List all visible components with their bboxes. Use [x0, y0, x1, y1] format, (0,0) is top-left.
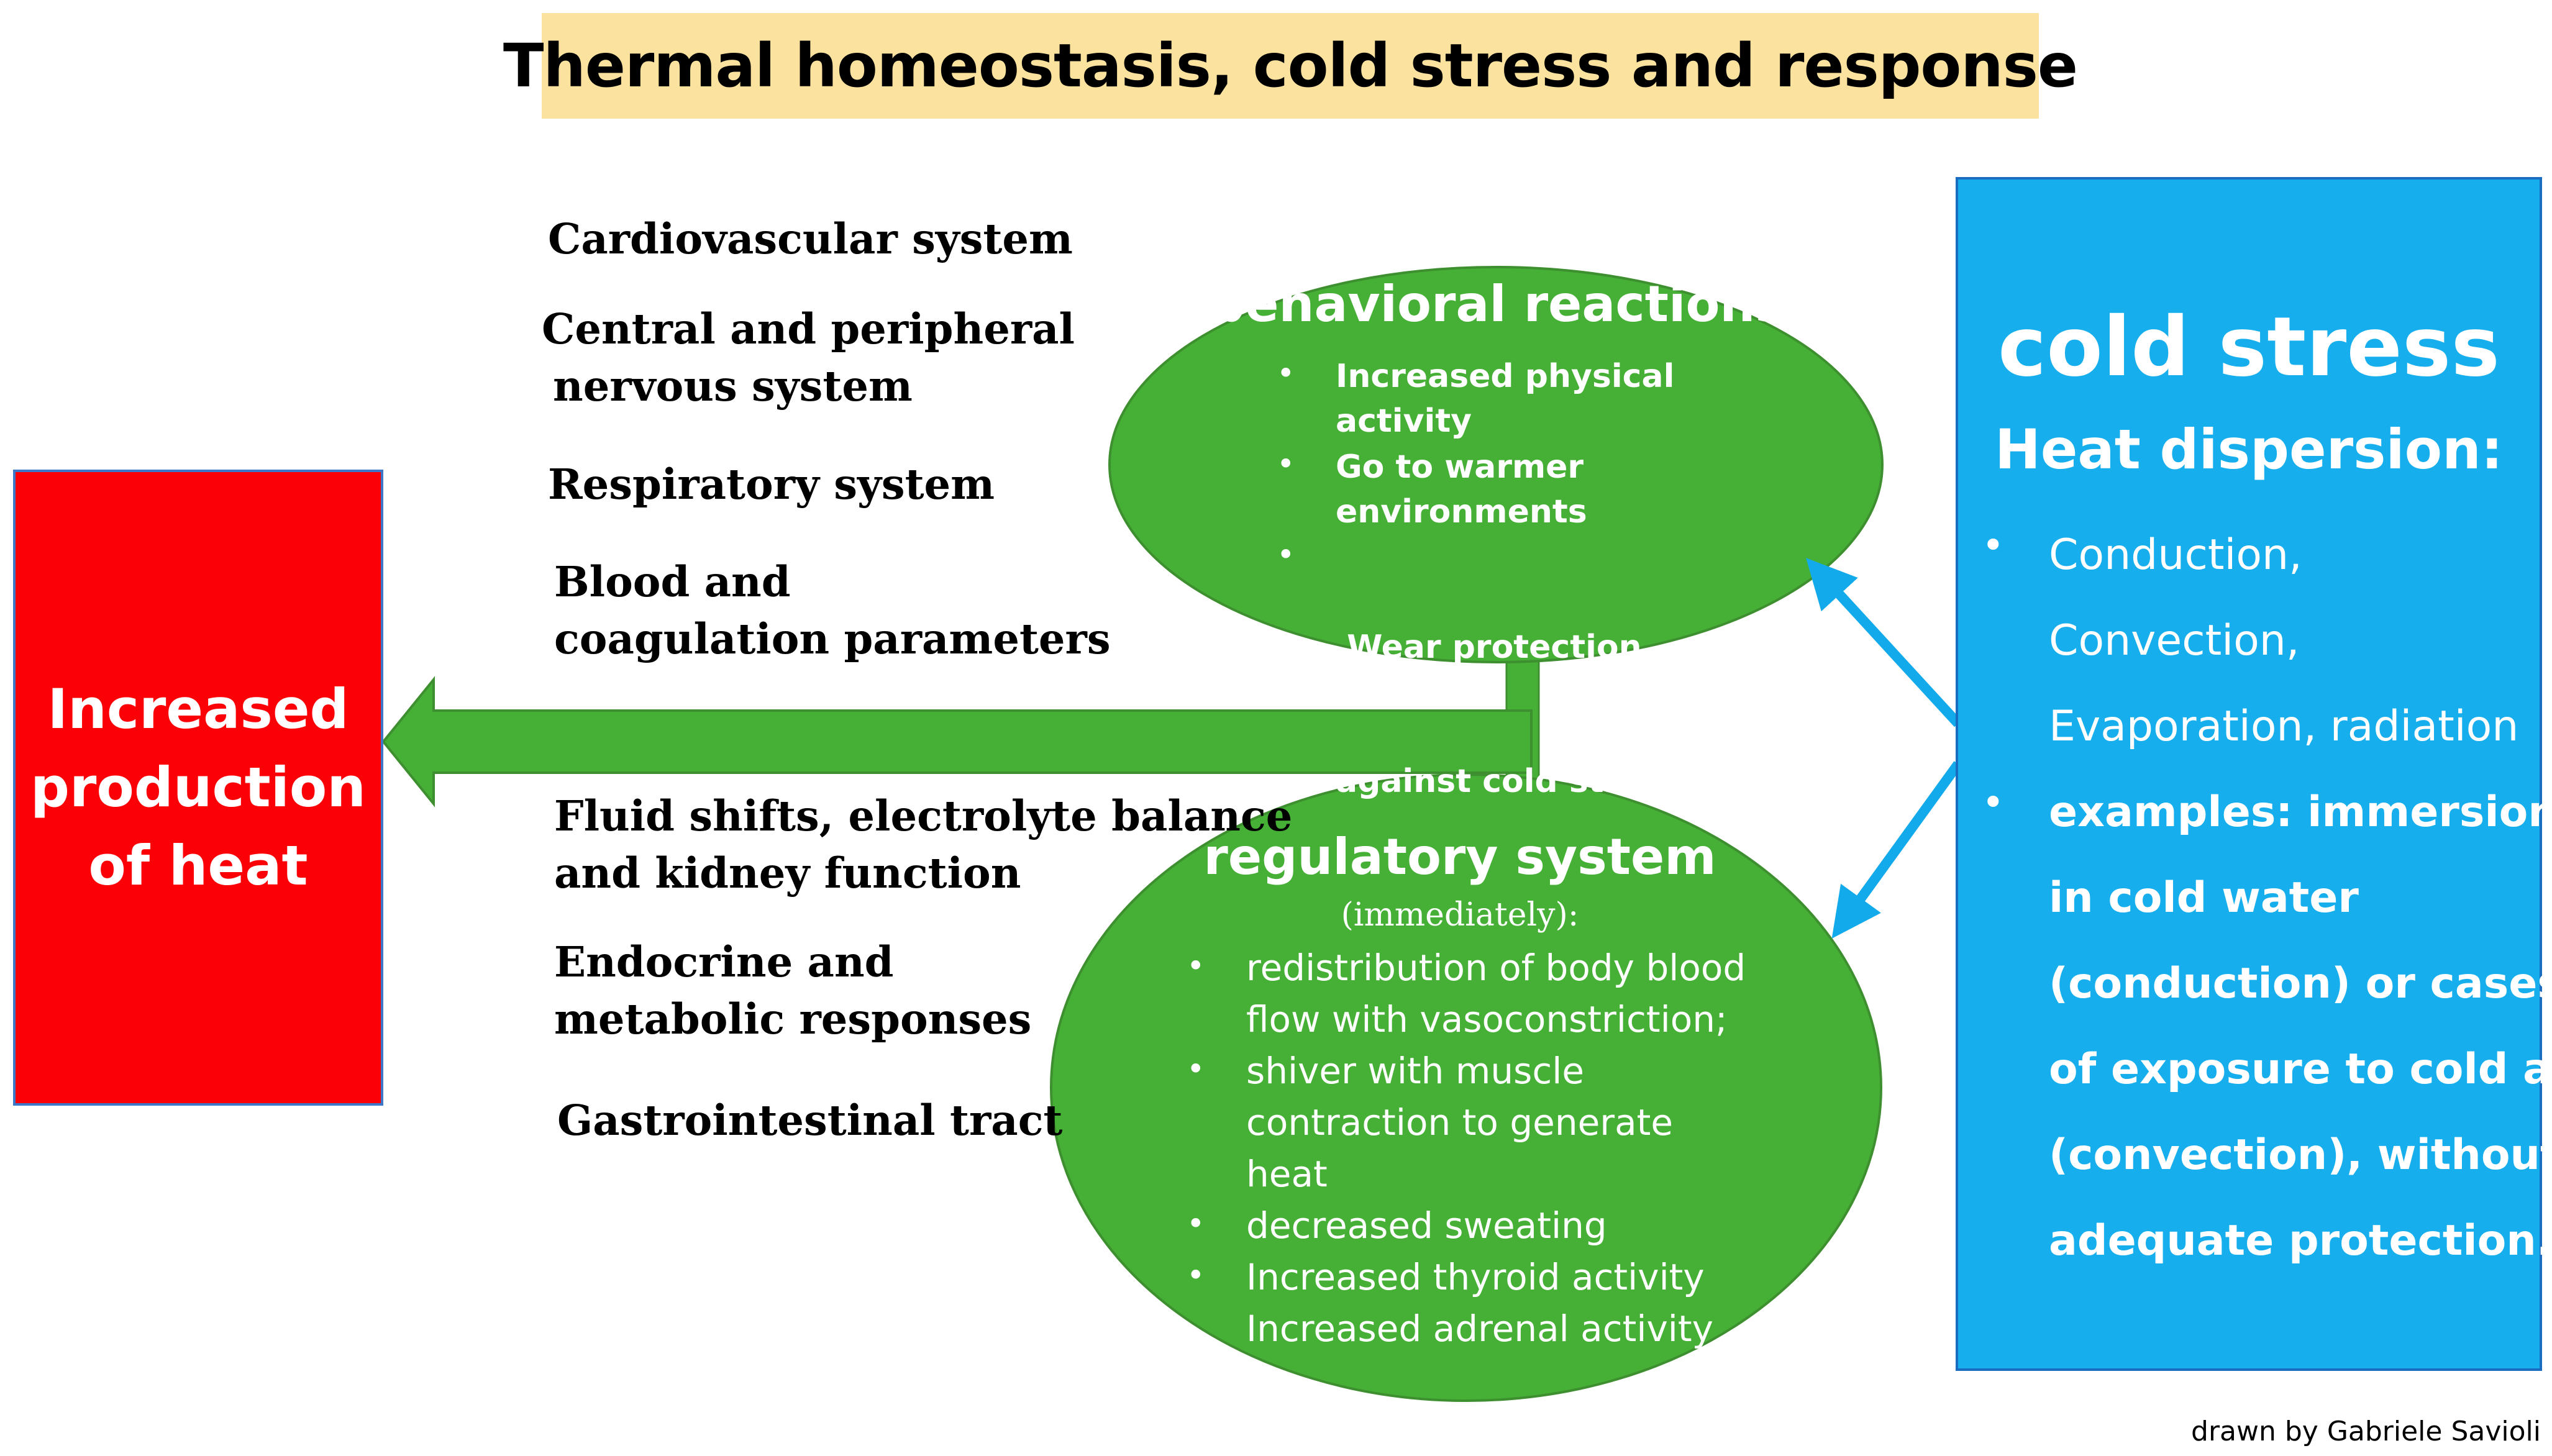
bullet-icon: •: [1982, 522, 2005, 568]
behavioral-title: behavioral reactions: [1209, 275, 1785, 333]
cold-to-behavioral-arrow: [1806, 558, 1962, 727]
bullet-icon: •: [1277, 446, 1295, 482]
regulatory-subtitle: (immediately):: [1341, 896, 1579, 934]
regulatory-item-line: heat: [1246, 1153, 1328, 1195]
behavioral-item-line: Increased physical: [1336, 358, 1675, 395]
heat-production-label: Increased production of heat: [24, 670, 372, 905]
system-line: nervous system: [553, 362, 913, 411]
behavioral-item-line: Go to warmer: [1336, 448, 1584, 486]
bullet-icon: •: [1187, 1051, 1205, 1087]
behavioral-item: Go to warmer environments: [1336, 445, 1587, 534]
behavioral-item-line: activity: [1336, 403, 1472, 440]
system-line: Respiratory system: [548, 460, 995, 509]
heat-production-line: production: [30, 755, 366, 819]
system-line: Central and peripheral: [542, 304, 1075, 353]
system-line: Gastrointestinal tract: [557, 1096, 1063, 1145]
example-line: in cold water: [2049, 873, 2359, 922]
example-line: (conduction) or cases: [2049, 959, 2552, 1008]
regulatory-item-line: Increased thyroid activity: [1246, 1256, 1705, 1298]
example-line: examples: immersion: [2049, 788, 2552, 837]
system-line: Cardiovascular system: [548, 214, 1073, 263]
example-line: of exposure to cold air: [2049, 1045, 2552, 1094]
cold-stress-box: cold stress Heat dispersion: • Conductio…: [1956, 177, 2552, 1371]
system-line: Fluid shifts, electrolyte balance: [554, 791, 1293, 840]
example-line: adequate protection.: [2049, 1216, 2552, 1265]
bullet-icon: •: [1277, 537, 1295, 573]
bullet-icon: •: [1982, 780, 2005, 825]
regulatory-item: decreased sweating: [1246, 1200, 1607, 1252]
system-blood: Blood and coagulation parameters: [554, 553, 1111, 668]
bullet-icon: •: [1187, 1257, 1205, 1293]
system-fluid: Fluid shifts, electrolyte balance and ki…: [554, 788, 1292, 902]
regulatory-item-line: flow with vasoconstriction;: [1246, 998, 1728, 1040]
regulatory-item-line: decreased sweating: [1246, 1204, 1607, 1247]
system-cardiovascular: Cardiovascular system: [548, 211, 1073, 268]
cold-stress-title: cold stress: [1997, 299, 2500, 395]
system-line: and kidney function: [554, 849, 1021, 898]
regulatory-item: shiver with muscle contraction to genera…: [1246, 1045, 1673, 1200]
bullet-icon: •: [1187, 1206, 1205, 1242]
behavioral-item: Increased physical activity: [1336, 354, 1674, 444]
system-gastrointestinal: Gastrointestinal tract: [557, 1092, 1062, 1149]
regulatory-title: regulatory system: [1203, 828, 1716, 886]
regulatory-item: Increased thyroid activity Increased adr…: [1246, 1252, 1713, 1355]
regulatory-item-line: shiver with muscle: [1246, 1050, 1585, 1092]
regulatory-item-line: Increased adrenal activity: [1246, 1308, 1713, 1350]
title-banner: Thermal homeostasis, cold stress and res…: [503, 13, 2078, 119]
behavioral-item-line: environments: [1336, 493, 1587, 530]
system-endocrine: Endocrine and metabolic responses: [554, 934, 1031, 1048]
behavioral-item: Wear protection against cold stress,: [1336, 535, 1692, 893]
bullet-icon: •: [1277, 355, 1295, 391]
behavioral-item-line: against cold stress,: [1336, 763, 1693, 800]
mechanism-item: Conduction,: [2049, 530, 2302, 580]
heat-production-line: Increased: [47, 677, 349, 741]
heat-production-line: of heat: [88, 834, 308, 898]
bullet-icon: •: [1187, 948, 1205, 984]
system-respiratory: Respiratory system: [548, 456, 995, 513]
heat-dispersion-title: Heat dispersion:: [1995, 417, 2503, 481]
system-line: Blood and: [554, 557, 791, 606]
mechanism-item: Convection,: [2049, 616, 2300, 665]
regulatory-item-line: contraction to generate: [1246, 1101, 1674, 1144]
diagram-title: Thermal homeostasis, cold stress and res…: [503, 31, 2078, 101]
regulatory-item: redistribution of body blood flow with v…: [1246, 942, 1746, 1045]
system-line: metabolic responses: [554, 994, 1032, 1044]
mechanism-item: Evaporation, radiation: [2049, 702, 2519, 751]
heat-production-box: Increased production of heat: [13, 470, 383, 1106]
behavioral-ellipse: [1108, 266, 1884, 663]
example-line: (convection), without: [2049, 1131, 2552, 1180]
regulatory-ellipse: [1050, 773, 1882, 1402]
system-line: Endocrine and: [554, 937, 894, 986]
system-nervous: Central and peripheral nervous system: [542, 301, 1075, 415]
author-credit: drawn by Gabriele Savioli: [2191, 1416, 2541, 1447]
heat-production-arrow: [381, 676, 1533, 808]
regulatory-item-line: redistribution of body blood: [1246, 947, 1746, 989]
cold-to-regulatory-arrow: [1831, 761, 1962, 939]
system-line: coagulation parameters: [554, 614, 1111, 663]
behavioral-item-line: Wear protection: [1336, 629, 1642, 666]
